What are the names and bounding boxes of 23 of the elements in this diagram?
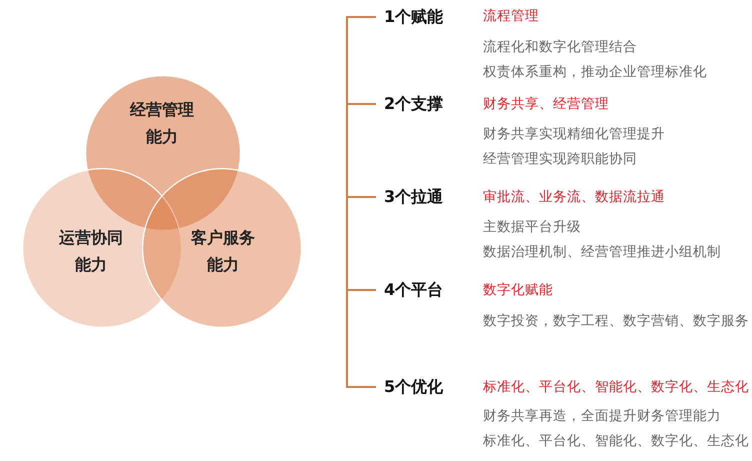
venn-circle: [142, 168, 302, 328]
highlight-text: 数字化赋能: [483, 281, 553, 299]
section-heading: 1个赋能: [384, 7, 444, 27]
description-text: 财务共享再造，全面提升财务管理能力: [483, 407, 721, 425]
circle-label: 客户服务能力: [190, 227, 256, 276]
highlight-text: 流程管理: [483, 7, 539, 25]
highlight-text: 标准化、平台化、智能化、数字化、生态化: [483, 378, 749, 396]
section-heading: 2个支撑: [384, 94, 444, 114]
circle-label: 经营管理能力: [128, 99, 195, 148]
highlight-text: 财务共享、经营管理: [483, 95, 609, 113]
description-text: 数据治理机制、经营管理推进小组机制: [483, 243, 721, 261]
description-text: 数字投资，数字工程、数字营销、数字服务: [483, 312, 749, 330]
description-text: 财务共享实现精细化管理提升: [483, 125, 665, 143]
description-text: 流程化和数字化管理结合: [483, 38, 637, 56]
description-text: 标准化、平台化、智能化、数字化、生态化: [483, 432, 749, 450]
section-heading: 4个平台: [384, 280, 444, 300]
description-text: 经营管理实现跨职能协同: [483, 150, 637, 168]
description-text: 权责体系重构，推动企业管理标准化: [483, 63, 707, 81]
highlight-text: 审批流、业务流、数据流拉通: [483, 188, 665, 206]
section-heading: 3个拉通: [384, 187, 444, 207]
circle-label: 运营协同能力: [58, 227, 124, 276]
section-heading: 5个优化: [384, 377, 444, 397]
description-text: 主数据平台升级: [483, 218, 581, 236]
